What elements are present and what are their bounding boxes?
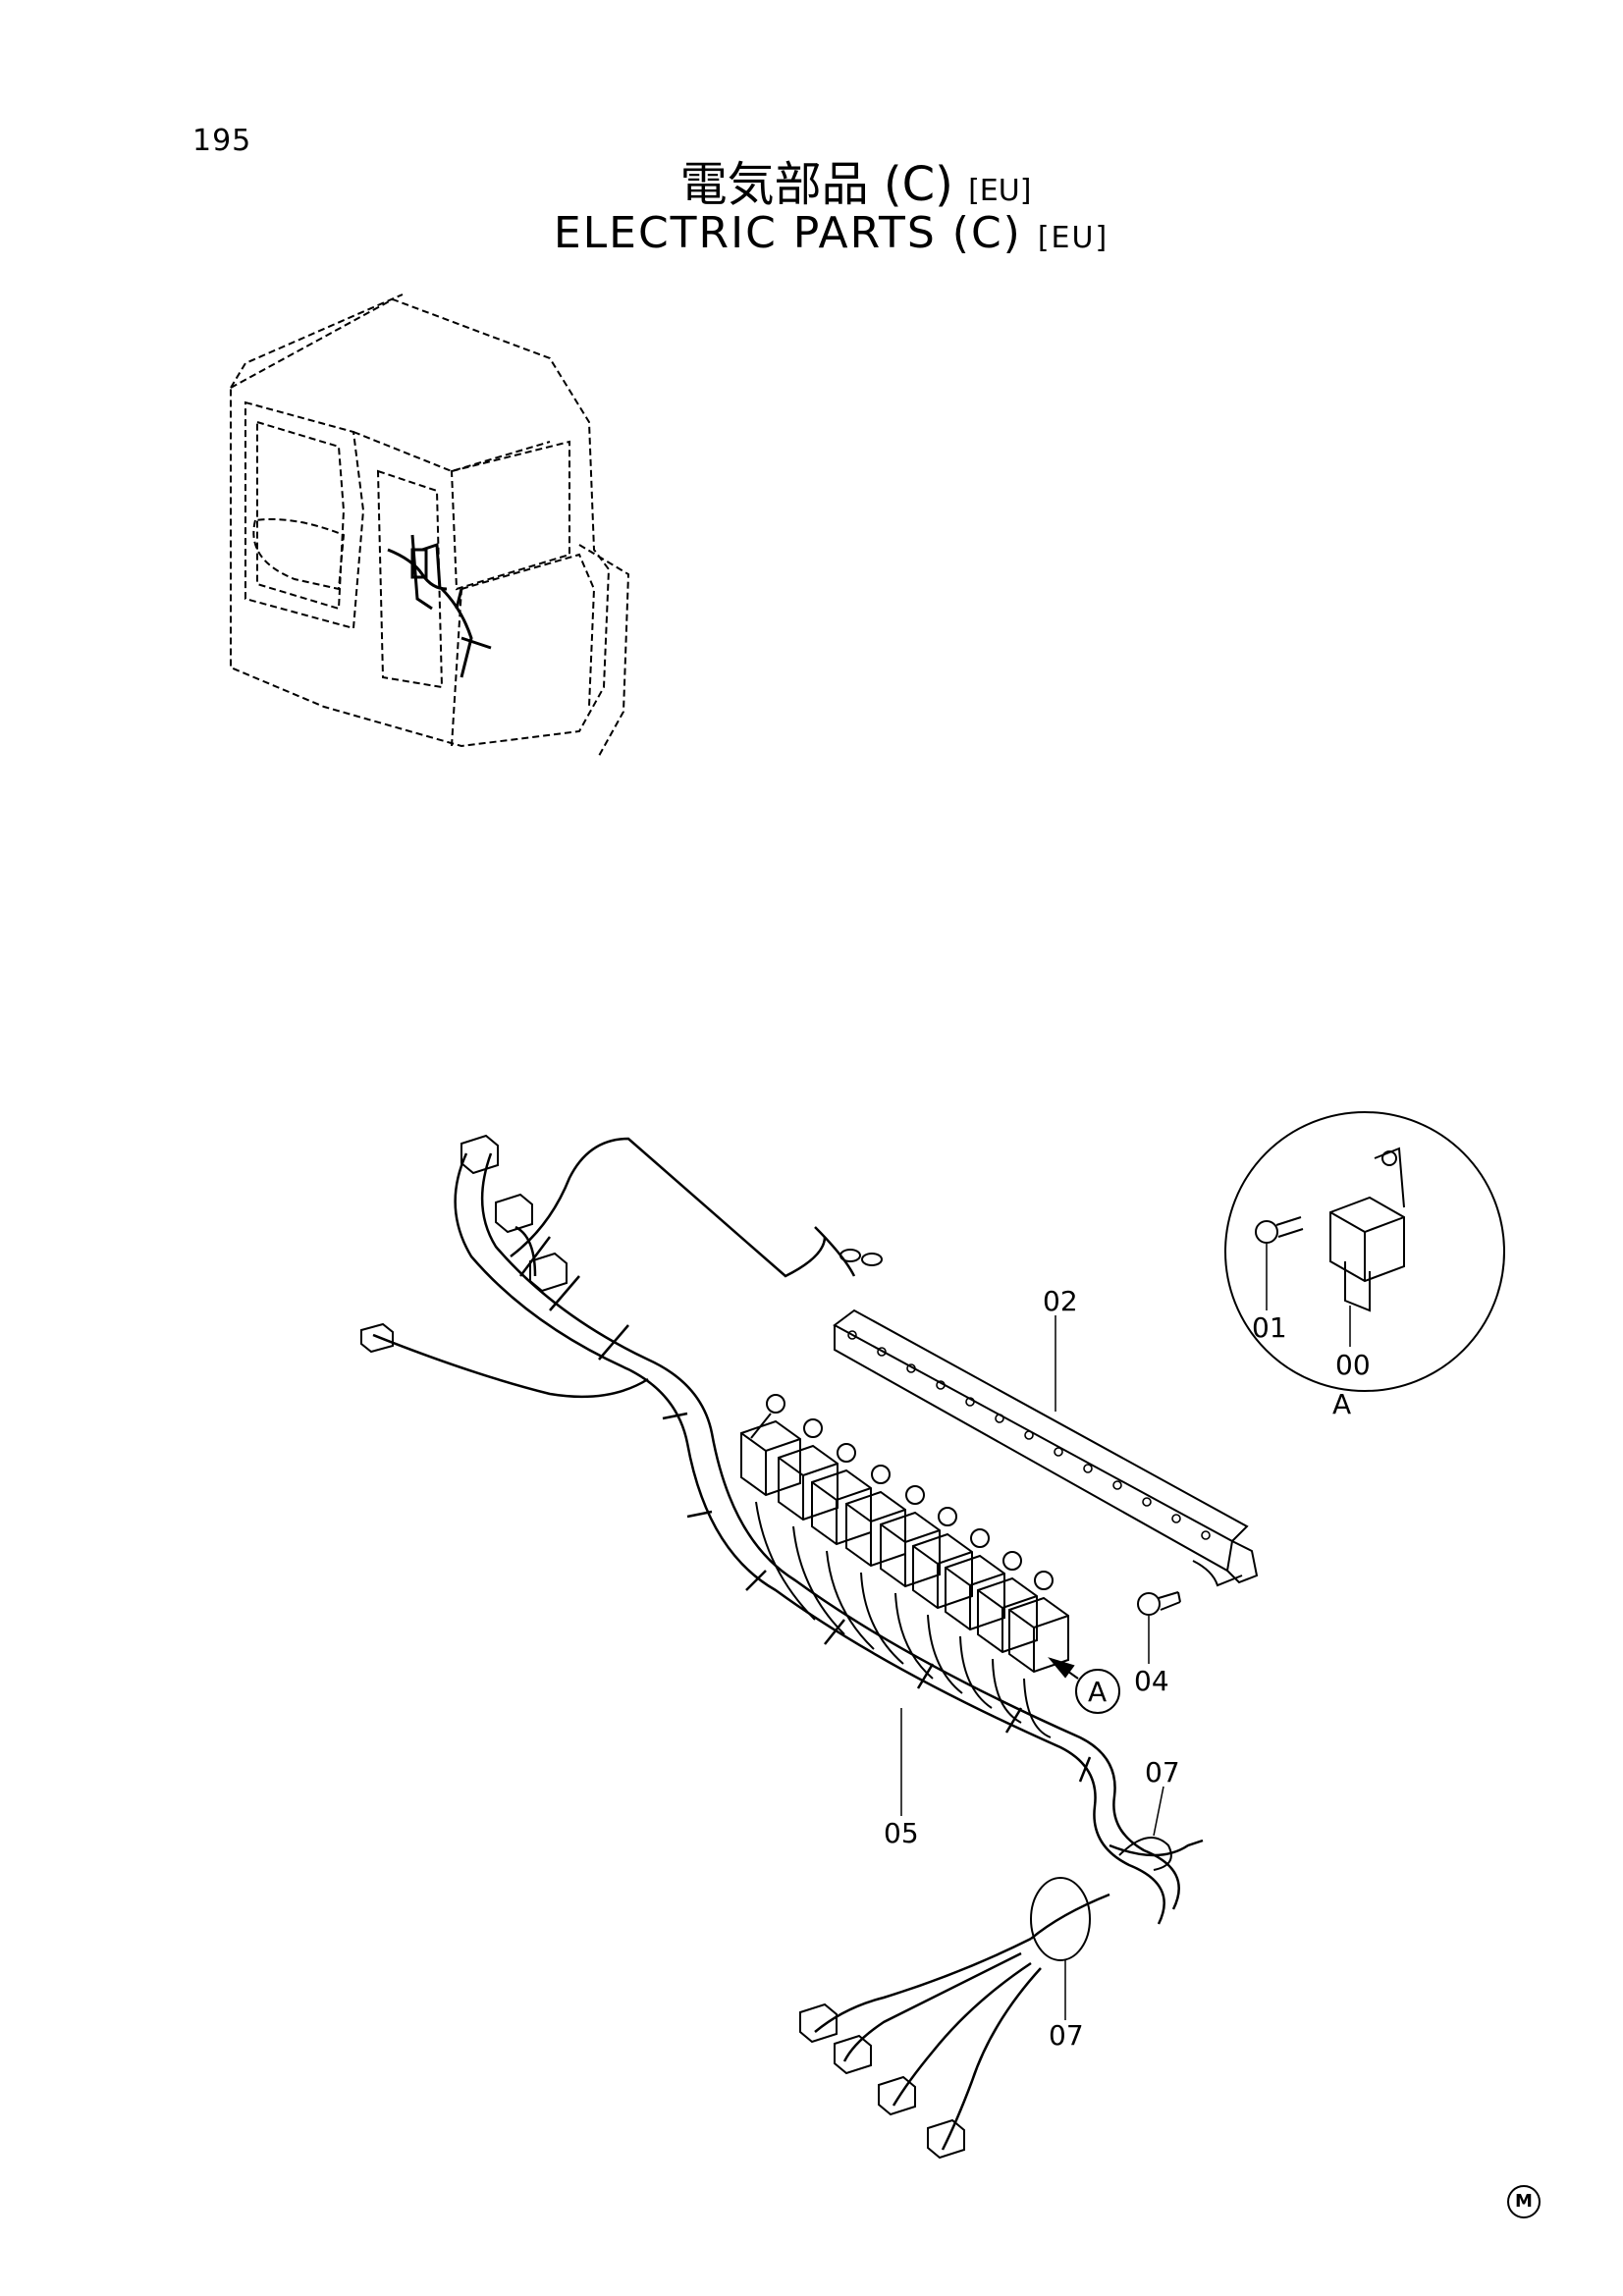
title-jp-tag: [EU] xyxy=(968,174,1032,208)
page-number: 195 xyxy=(192,124,252,158)
detail-a-label: A xyxy=(1332,1388,1351,1420)
cable-tie-upper xyxy=(1118,1837,1172,1871)
callout-04: 04 xyxy=(1134,1665,1169,1697)
callout-05: 05 xyxy=(884,1817,919,1849)
title-en-tag: [EU] xyxy=(1037,221,1109,255)
title-jp-text: 電気部品 (C) xyxy=(679,157,953,212)
callout-02: 02 xyxy=(1043,1285,1078,1317)
callout-01: 01 xyxy=(1252,1311,1287,1344)
detail-marker xyxy=(1048,1657,1120,1714)
cab-overview-illustration xyxy=(230,294,630,757)
leader-lines xyxy=(900,1244,1351,2020)
callout-07-lower: 07 xyxy=(1049,2019,1084,2052)
cab-harness-sketch xyxy=(387,534,492,678)
corner-m-mark: M xyxy=(1507,2185,1541,2218)
cable-tie-lower xyxy=(1030,1877,1091,1961)
detail-a-marker-label: A xyxy=(1088,1676,1107,1708)
relay-row xyxy=(740,1394,1069,1738)
title-en-text: ELECTRIC PARTS (C) xyxy=(553,208,1022,258)
main-harness xyxy=(372,1137,1204,2151)
detail-circle-a xyxy=(1224,1111,1505,1392)
relay-bracket xyxy=(833,1308,1259,1587)
harness-connectors xyxy=(360,1134,965,2160)
title-japanese: 電気部品 (C) [EU] xyxy=(0,145,1623,214)
screw-part-04 xyxy=(1137,1591,1181,1616)
callout-07-upper: 07 xyxy=(1145,1756,1180,1789)
title-english: ELECTRIC PARTS (C) [EU] xyxy=(0,208,1623,258)
callout-00: 00 xyxy=(1335,1349,1371,1381)
